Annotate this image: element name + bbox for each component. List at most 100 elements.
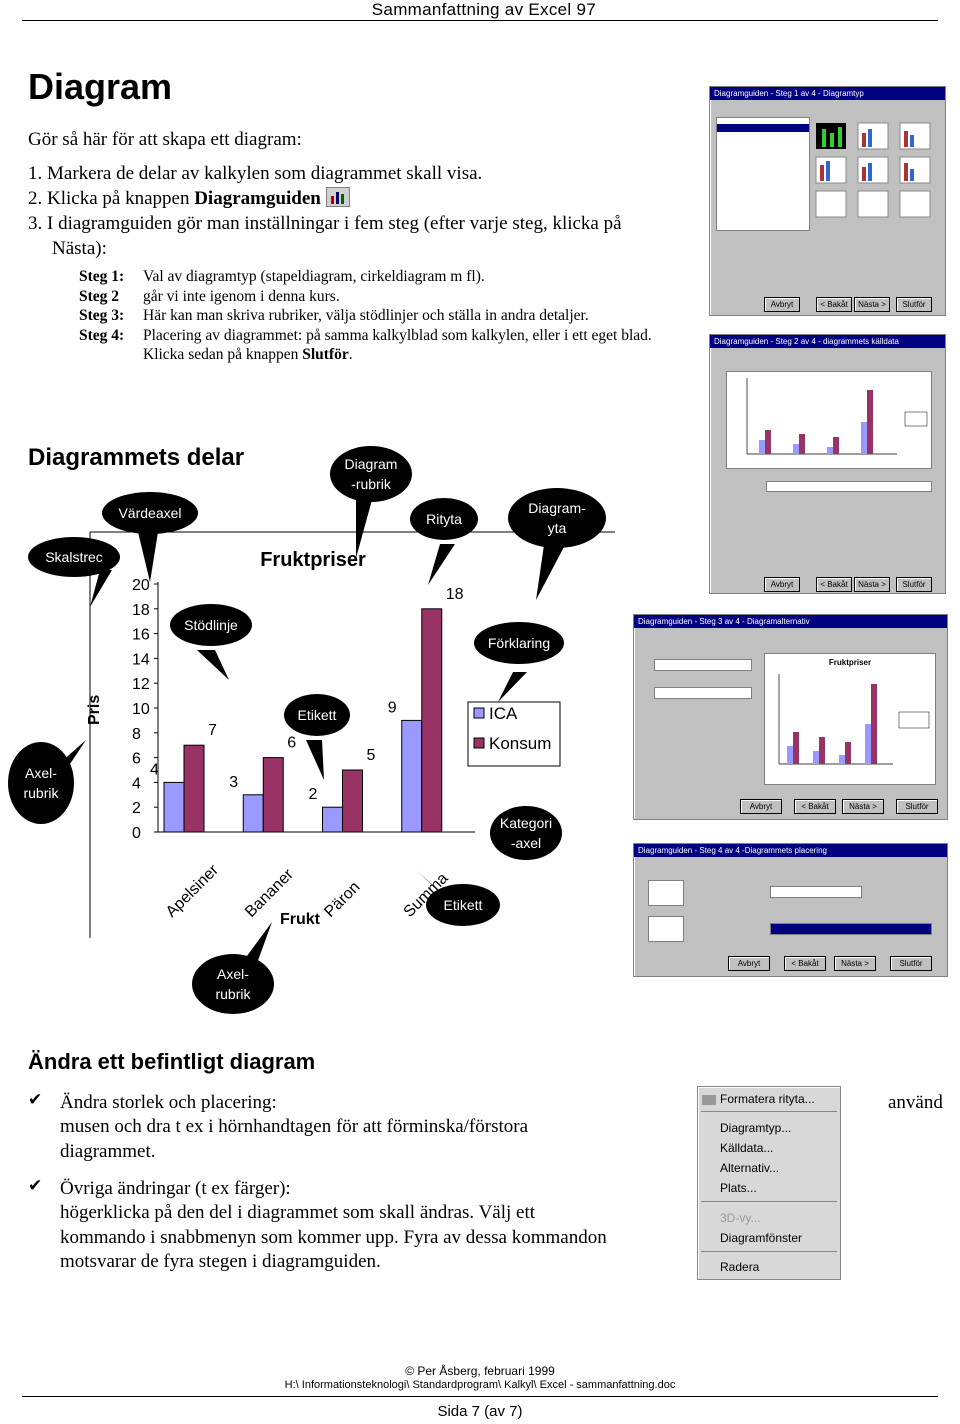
callout-vardeaxel: Värdeaxel (102, 492, 198, 534)
y-tick-label: 20 (132, 577, 150, 594)
menu-item-diagramtyp[interactable]: Diagramtyp... (720, 1121, 792, 1135)
checkmark-icon: ✔ (28, 1090, 43, 1110)
callout-diagramyta: Diagram-yta (508, 488, 606, 548)
menu-item-alternativ[interactable]: Alternativ... (720, 1161, 780, 1175)
footer-page: Sida 7 (av 7) (437, 1403, 523, 1420)
intro-text: Gör så här för att skapa ett diagram: (28, 129, 302, 150)
step-2-prefix: 2. Klicka på knappen (28, 188, 195, 209)
chart-type-list (716, 117, 810, 231)
steg-4-text: Placering av diagrammet: på samma kalkyl… (143, 326, 652, 344)
data-label: 18 (446, 586, 464, 603)
s4-bakat-button: < Bakåt (784, 956, 826, 971)
s2-datarange-field (766, 481, 932, 492)
header-rule (22, 20, 938, 21)
s1-nasta-button: Nästa > (854, 297, 890, 312)
y-tick-label: 18 (132, 602, 150, 619)
menu-item-formatera[interactable]: Formatera rityta... (720, 1092, 815, 1106)
s3-preview: Fruktpriser (764, 653, 936, 785)
s3-title-field (654, 659, 752, 671)
s2-avbryt-button: Avbryt (764, 577, 800, 592)
steg-list: Steg 1:Val av diagramtyp (stapeldiagram,… (79, 267, 719, 365)
callout-axelrubrik-bottom: Axel-rubrik (192, 954, 274, 1014)
step-2-bold: Diagramguiden (194, 188, 321, 209)
step-2: 2. Klicka på knappen Diagramguiden (28, 186, 350, 211)
s3-xaxis-field (654, 687, 752, 699)
y-tick-label: 14 (132, 651, 150, 668)
format-icon (702, 1095, 716, 1105)
data-label: 3 (229, 774, 238, 791)
wizard-step3-titlebar: Diagramguiden - Steg 3 av 4 - Diagramalt… (634, 615, 947, 628)
section-heading-andra: Ändra ett befintligt diagram (28, 1049, 316, 1074)
s1-bakat-button: < Bakåt (816, 297, 852, 312)
wizard-step4-screenshot: Diagramguiden - Steg 4 av 4 -Diagrammets… (633, 843, 948, 977)
chart-subtype-gallery (814, 117, 934, 229)
chart-wizard-icon (325, 187, 350, 207)
section-heading-diagram: Diagram (28, 66, 173, 107)
anvand-text: använd (888, 1092, 943, 1113)
data-label: 5 (367, 747, 376, 764)
steg-4-label: Steg 4: (79, 326, 125, 344)
bar-group (163, 608, 443, 833)
footer-rule (22, 1396, 938, 1397)
step-1: 1. Markera de delar av kalkylen som diag… (28, 163, 483, 184)
s3-nasta-button: Nästa > (842, 799, 884, 814)
callout-rityta: Rityta (410, 498, 478, 540)
menu-item-diagramfonster[interactable]: Diagramfönster (720, 1231, 803, 1245)
callout-forklaring: Förklaring (474, 622, 564, 664)
context-menu: Formatera rityta... Diagramtyp... Källda… (697, 1086, 841, 1280)
data-label: 7 (208, 722, 217, 739)
callout-stodlinje: Stödlinje (170, 604, 252, 646)
checkmark-icon: ✔ (28, 1176, 43, 1196)
callout-diagramrubrik: Diagram-rubrik (330, 446, 412, 502)
s3-bakat-button: < Bakåt (794, 799, 836, 814)
s2-nasta-button: Nästa > (854, 577, 890, 592)
steg-2-text: går vi inte igenom i denna kurs. (143, 287, 340, 305)
data-label: 6 (287, 735, 296, 752)
menu-item-plats[interactable]: Plats... (720, 1181, 757, 1195)
y-tick-label: 2 (132, 800, 141, 817)
item1-line1: musen och dra t ex i hörnhandtagen för a… (60, 1116, 528, 1137)
y-tick-label: 0 (132, 825, 141, 842)
wizard-step2-screenshot: Diagramguiden - Steg 2 av 4 - diagrammet… (709, 334, 946, 594)
y-tick-label: 8 (132, 726, 141, 743)
wizard-step3-screenshot: Diagramguiden - Steg 3 av 4 - Diagramalt… (633, 614, 948, 820)
s3-preview-title: Fruktpriser (828, 658, 872, 667)
bar-ica-2 (322, 806, 343, 833)
item2-line1: högerklicka på den del i diagrammet som … (60, 1202, 536, 1223)
s4-new-sheet-icon (648, 880, 684, 906)
y-axis-title: Pris (86, 695, 103, 725)
steg-2-label: Steg 2 (79, 287, 120, 305)
steg-3-label: Steg 3: (79, 307, 125, 324)
s4-nasta-button: Nästa > (834, 956, 876, 971)
wizard-step1-titlebar: Diagramguiden - Steg 1 av 4 - Diagramtyp (710, 87, 945, 100)
data-label: 2 (309, 786, 318, 803)
item2-title: Övriga ändringar (t ex färger): (60, 1178, 291, 1199)
footer-author: © Per Åsberg, februari 1999 (405, 1364, 555, 1378)
menu-item-3dvy: 3D-vy... (720, 1211, 761, 1225)
callout-axelrubrik-left: Axel-rubrik (8, 742, 74, 824)
y-tick-label: 12 (132, 676, 150, 693)
s1-slutfor-button: Slutför (896, 297, 932, 312)
menu-item-kalldata[interactable]: Källdata... (720, 1141, 774, 1155)
s2-bakat-button: < Bakåt (816, 577, 852, 592)
bar-konsum-1 (262, 757, 284, 833)
item2-line3: motsvarar de fyra stegen i diagramguiden… (60, 1251, 381, 1272)
bar-konsum-2 (342, 769, 363, 833)
steg-4-line2: Klicka sedan på knappen Slutför. (143, 346, 353, 363)
steg-3-text: Här kan man skriva rubriker, välja stödl… (143, 307, 589, 324)
footer-path: H:\ Informationsteknologi\ Standardprogr… (284, 1379, 676, 1391)
s4-object-icon (648, 916, 684, 942)
data-label: 9 (388, 699, 397, 716)
bar-konsum-3 (421, 608, 443, 833)
menu-item-radera[interactable]: Radera (720, 1260, 760, 1274)
x-axis-title: Frukt (280, 911, 321, 928)
x-tick-label: Päron (321, 879, 363, 921)
wizard-step1-screenshot: Diagramguiden - Steg 1 av 4 - Diagramtyp… (709, 86, 946, 316)
bar-ica-0 (163, 781, 185, 833)
legend-label-ica: ICA (489, 704, 518, 723)
legend-swatch-ica (473, 707, 485, 719)
bar-konsum-0 (183, 744, 205, 833)
